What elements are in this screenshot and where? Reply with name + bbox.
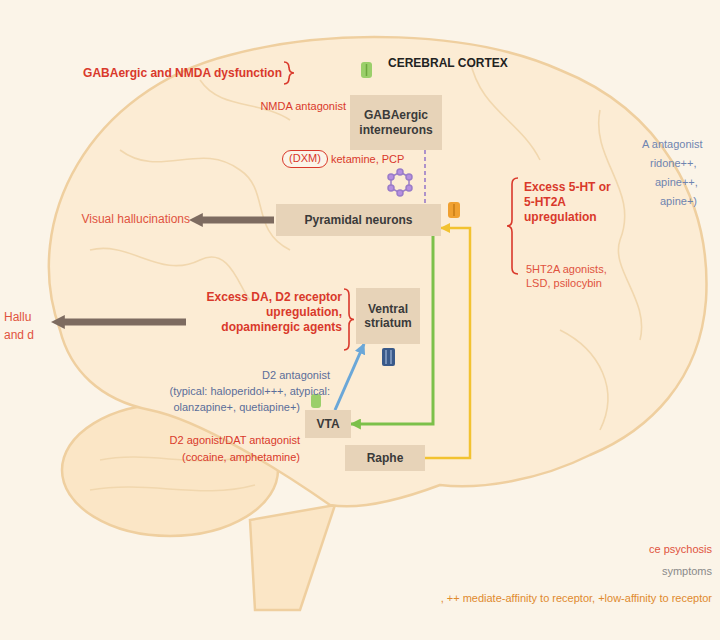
- receptor-icon: [382, 348, 395, 366]
- node-label: GABAergic interneurons: [356, 108, 436, 137]
- atom: [397, 190, 403, 196]
- atom: [406, 174, 412, 180]
- process-box: Pyramidal neurons: [276, 204, 441, 236]
- annotation-label: D2 agonist/DAT antagonist: [90, 434, 300, 448]
- gyrus: [599, 110, 642, 340]
- outcome-arrow: [62, 319, 186, 326]
- cerebellum-fold: [90, 485, 255, 491]
- receptor-icon: [361, 62, 372, 78]
- annotation-label: , ++ mediate-affinity to receptor, +low-…: [280, 592, 712, 606]
- bracket: [284, 62, 294, 84]
- brain-outline: [49, 37, 707, 506]
- annotation-label: (cocaine, amphetamine): [90, 451, 300, 465]
- node-label: Ventral striatum: [362, 302, 414, 331]
- receptor-icon: [361, 62, 372, 78]
- annotation-label: Excess DA, D2 receptor upregulation, dop…: [188, 290, 342, 335]
- receptor-icon: [448, 202, 460, 218]
- connectors: [335, 150, 470, 458]
- receptor-icon: [382, 348, 395, 366]
- annotation-label: CEREBRAL CORTEX: [388, 56, 563, 71]
- atom: [406, 185, 412, 191]
- neurotransmitter-molecule: [388, 169, 412, 196]
- annotation-label: olanzapine+, quetiapine+): [100, 401, 300, 415]
- annotation-label: D2 antagonist: [190, 369, 330, 383]
- atom: [388, 185, 394, 191]
- gyrus: [470, 60, 540, 160]
- process-box: VTA: [305, 410, 351, 438]
- bracket: [344, 289, 354, 350]
- process-box: Ventral striatum: [356, 288, 420, 344]
- annotation-label: Hallu: [4, 310, 56, 325]
- process-box: GABAergic interneurons: [350, 95, 442, 150]
- annotation-label: (typical: haloperidol+++, atypical:: [100, 385, 330, 399]
- outcome-arrow: [200, 217, 274, 224]
- annotation-label: and d: [4, 328, 56, 343]
- receptor-stripe: [453, 204, 455, 216]
- node-label: Raphe: [367, 451, 404, 465]
- node-label: Pyramidal neurons: [304, 213, 412, 227]
- atom: [388, 174, 394, 180]
- dashed-connector: [424, 150, 426, 204]
- annotation-label: 5HT2A agonists, LSD, psilocybin: [526, 263, 630, 291]
- gyrus: [120, 150, 290, 250]
- annotation-label: A antagonist: [642, 138, 716, 152]
- annotation-label: ce psychosis: [440, 543, 712, 557]
- receptor-stripe: [366, 64, 368, 76]
- annotation-label: ridone++,: [650, 157, 716, 171]
- annotation-label: Excess 5-HT or 5-HT2A upregulation: [524, 180, 622, 225]
- annotation-label: NMDA antagonist: [226, 100, 346, 114]
- receptor-icon: [448, 202, 460, 218]
- annotation-label: GABAergic and NMDA dysfunction: [66, 66, 282, 81]
- receptor-stripe: [385, 350, 386, 364]
- gyri: [90, 60, 642, 491]
- annotation-label: apine+): [660, 195, 716, 209]
- bracket: [507, 178, 518, 274]
- annotation-label: Visual hallucinations: [8, 212, 190, 227]
- process-box: Raphe: [345, 445, 425, 471]
- receptor-stripe: [390, 350, 391, 364]
- node-label: (DXM): [289, 152, 321, 165]
- atom: [397, 169, 403, 175]
- pathway-arrow: [425, 228, 470, 458]
- brainstem: [250, 505, 335, 610]
- circled-abbreviation: (DXM): [282, 150, 328, 168]
- annotation-label: apine++,: [655, 176, 716, 190]
- gyrus: [560, 330, 608, 430]
- pathway-arrow: [351, 236, 433, 424]
- node-label: VTA: [316, 417, 339, 431]
- annotation-label: symptoms: [440, 565, 712, 579]
- annotation-label: ketamine, PCP: [331, 153, 423, 167]
- pathway-arrow: [335, 344, 364, 410]
